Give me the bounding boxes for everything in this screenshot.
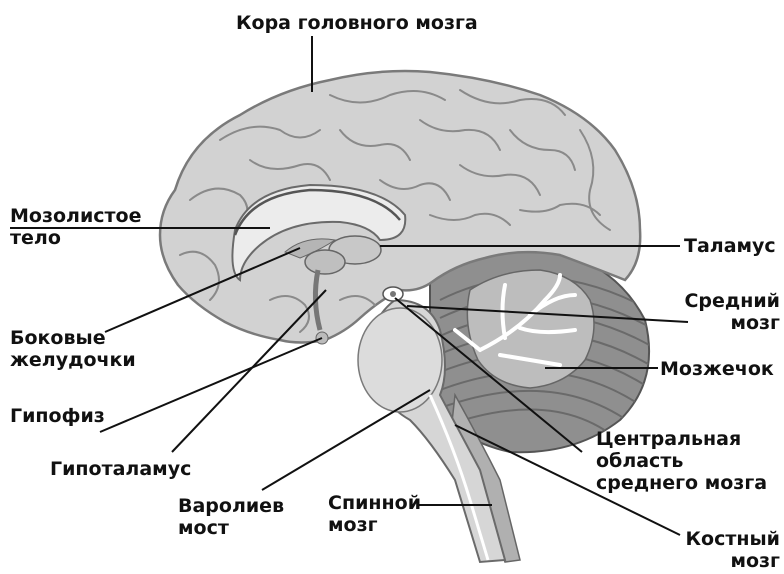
label-pituitary: Гипофиз bbox=[10, 405, 105, 427]
label-corpus-callosum: Мозолистоетело bbox=[10, 205, 142, 249]
label-central-area: Центральнаяобластьсреднего мозга bbox=[596, 428, 767, 494]
label-marrow: Костныймозг bbox=[680, 528, 780, 572]
label-hypothalamus: Гипоталамус bbox=[50, 458, 191, 480]
label-thalamus: Таламус bbox=[684, 235, 776, 257]
leader-pons bbox=[262, 390, 430, 490]
label-lateral-ventricles: Боковыежелудочки bbox=[10, 327, 136, 371]
label-spinal-cord: Спинноймозг bbox=[328, 492, 421, 536]
label-cortex: Кора головного мозга bbox=[236, 12, 478, 34]
label-pons: Варолиевмост bbox=[178, 495, 284, 539]
label-cerebellum: Мозжечок bbox=[660, 358, 774, 380]
label-midbrain: Средниймозг bbox=[680, 290, 780, 334]
